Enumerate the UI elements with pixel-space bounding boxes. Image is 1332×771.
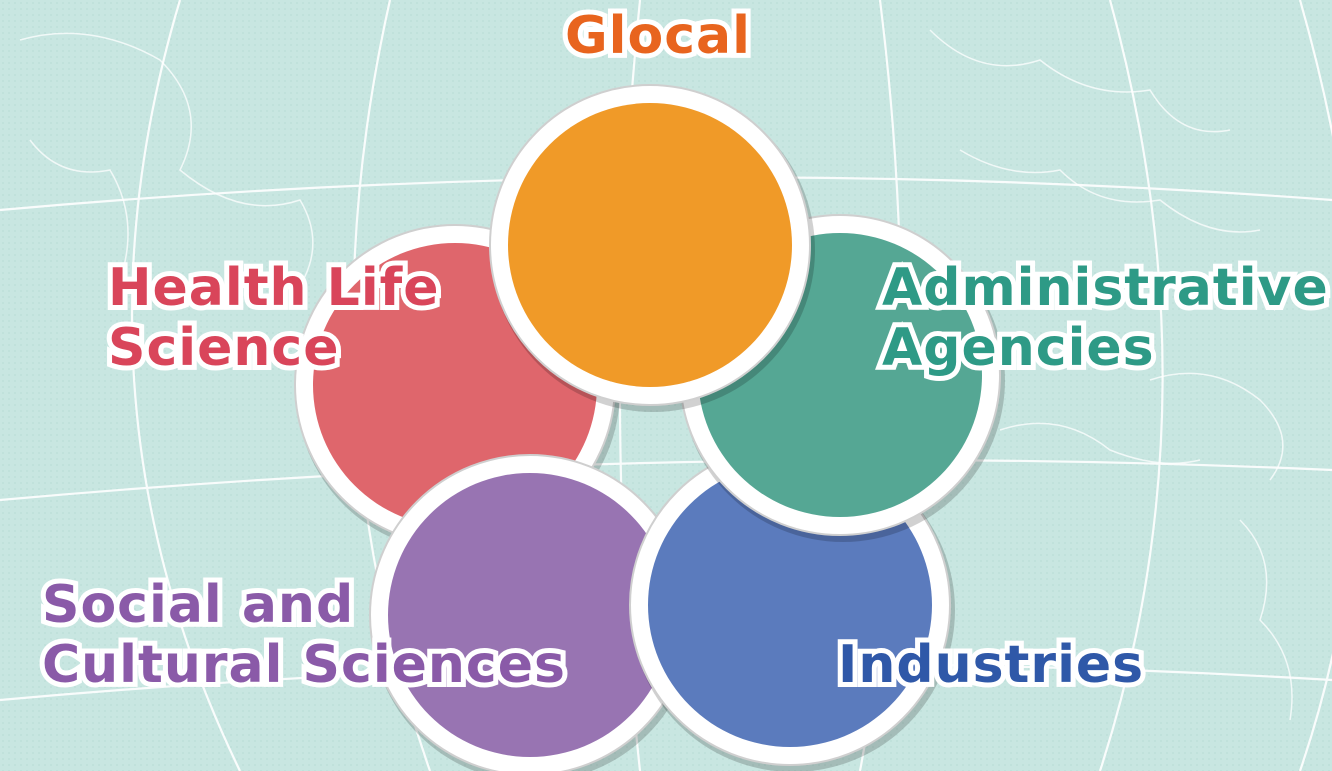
label-administrative-agencies: Administrative Agencies <box>877 253 1332 383</box>
label-health-line-2: Science <box>103 313 343 383</box>
label-social-cultural-sciences: Social and Cultural Sciences <box>37 570 570 700</box>
label-social-line-2: Cultural Sciences <box>37 630 570 700</box>
circle-social <box>369 454 695 771</box>
circle-glocal-fill <box>508 103 792 387</box>
label-glocal-line-1: Glocal <box>560 1 755 71</box>
label-admin-line-1: Administrative <box>877 253 1332 323</box>
label-social-line-1: Social and <box>37 570 358 640</box>
label-admin-line-2: Agencies <box>877 313 1159 383</box>
circle-social-fill <box>388 473 672 757</box>
label-health-line-1: Health Life <box>103 253 444 323</box>
label-industries-line-1: Industries <box>833 630 1148 700</box>
circle-glocal <box>489 84 815 412</box>
label-glocal: Glocal <box>560 1 755 71</box>
label-industries: Industries <box>833 630 1148 700</box>
label-health-life-science: Health Life Science <box>103 253 444 383</box>
